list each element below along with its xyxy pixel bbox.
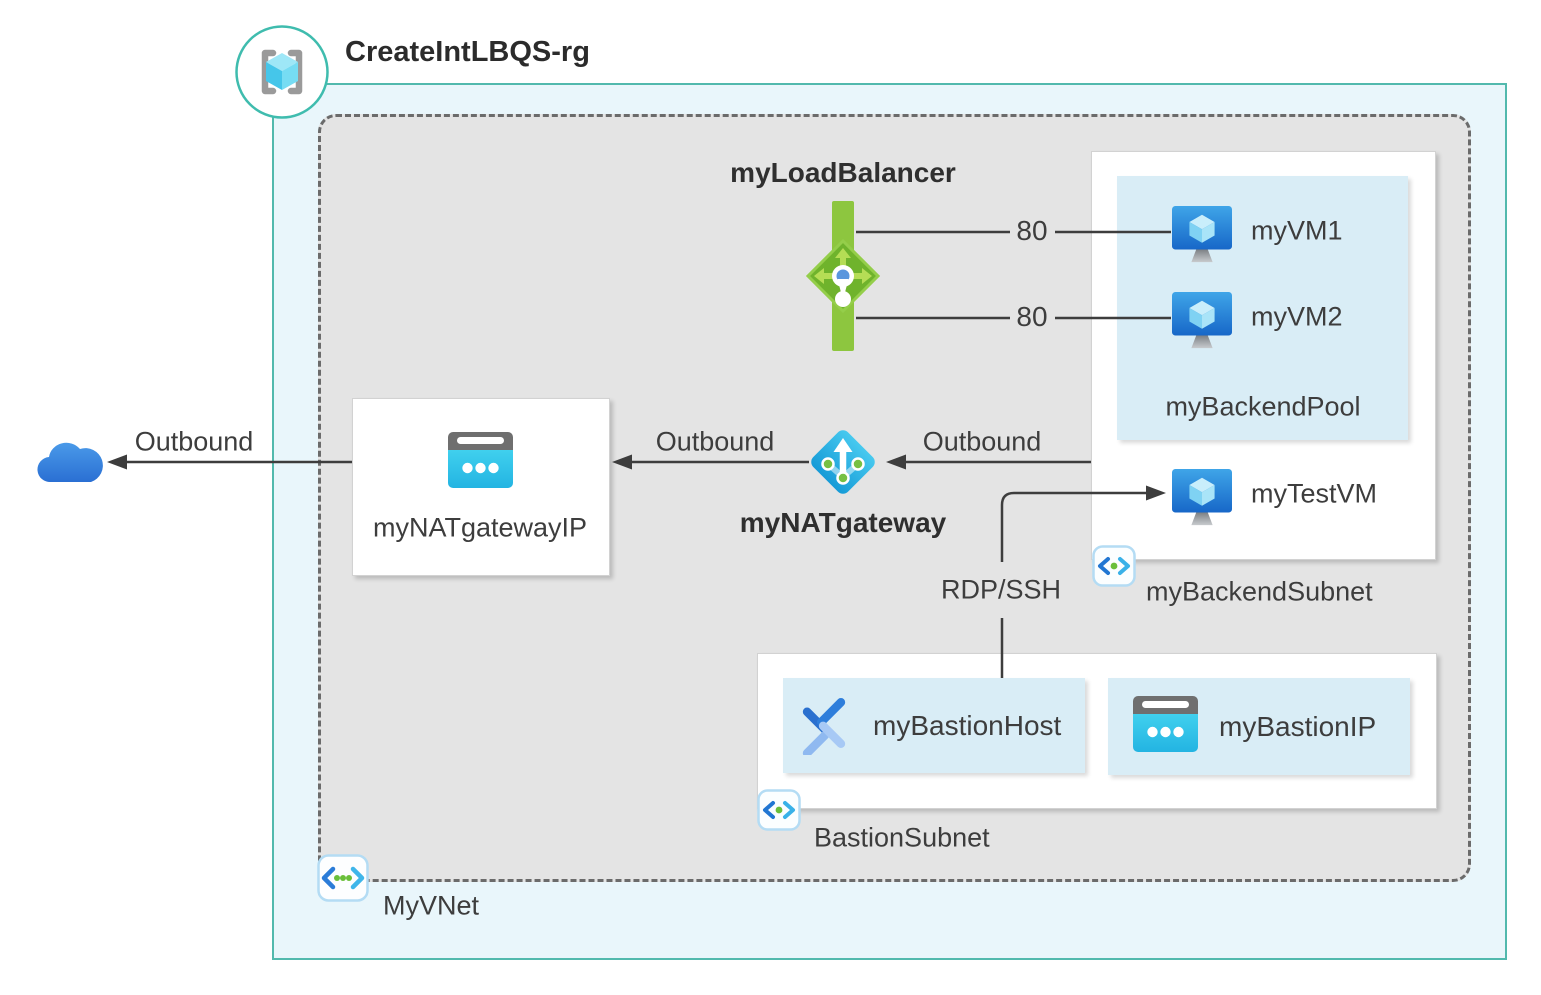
nat-gateway-label: myNATgateway (739, 507, 947, 538)
backend-pool-box (1117, 176, 1408, 440)
test-vm-icon (1171, 469, 1233, 534)
bastion-host-label: myBastionHost (873, 709, 1062, 741)
nat-ip-label: myNATgatewayIP (372, 512, 588, 543)
bastion-host-icon (799, 691, 849, 760)
backend-subnet-label: myBackendSubnet (1146, 576, 1373, 607)
port-label-bottom: 80 (1016, 301, 1048, 332)
vnet-icon (317, 854, 369, 907)
public-ip-icon (447, 431, 514, 494)
vm2-icon (1171, 292, 1233, 357)
backend-pool-label: myBackendPool (1165, 391, 1361, 422)
bastion-host-box: myBastionHost (783, 678, 1085, 773)
backend-subnet-icon (1092, 545, 1136, 592)
resource-group-icon (234, 24, 330, 120)
vnet-label: MyVNet (383, 890, 480, 921)
outbound-nat-label: Outbound (655, 426, 775, 457)
port-label-top: 80 (1016, 215, 1048, 246)
rdp-ssh-label: RDP/SSH (940, 574, 1062, 605)
load-balancer-icon (799, 201, 887, 356)
nat-gateway-icon (808, 427, 878, 502)
bastion-ip-icon (1132, 695, 1199, 758)
bastion-ip-box: myBastionIP (1108, 678, 1410, 775)
vm2-label: myVM2 (1251, 301, 1343, 332)
internet-cloud-icon (34, 434, 106, 493)
vm1-label: myVM1 (1251, 215, 1343, 246)
bastion-subnet-icon (757, 789, 801, 836)
outbound-subnet-label: Outbound (922, 426, 1042, 457)
bastion-ip-label: myBastionIP (1219, 710, 1377, 742)
bastion-subnet-label: BastionSubnet (814, 822, 990, 853)
test-vm-label: myTestVM (1251, 478, 1378, 509)
vm1-icon (1171, 206, 1233, 271)
outbound-internet-label: Outbound (134, 426, 254, 457)
resource-group-title: CreateIntLBQS-rg (345, 36, 590, 68)
load-balancer-label: myLoadBalancer (730, 157, 956, 188)
